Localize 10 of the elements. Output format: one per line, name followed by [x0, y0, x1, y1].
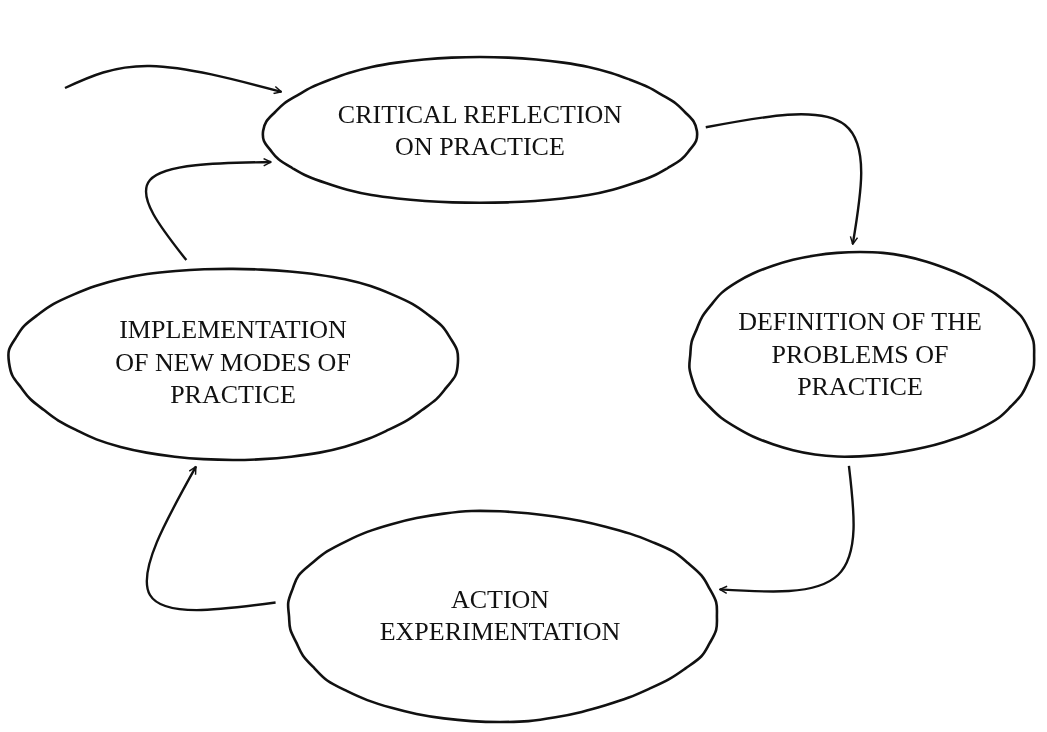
curved-arrow — [145, 465, 276, 612]
node-label: DEFINITION OF THE PROBLEMS OF PRACTICE — [737, 306, 983, 404]
curved-arrow — [64, 64, 283, 95]
oval-node — [260, 55, 700, 207]
node-label: IMPLEMENTATION OF NEW MODES OF PRACTICE — [114, 314, 352, 412]
curved-arrow — [719, 465, 855, 595]
curved-arrow — [144, 157, 272, 261]
curved-arrow — [705, 113, 863, 245]
node-label: ACTION EXPERIMENTATION — [378, 583, 622, 648]
node-label: CRITICAL REFLECTION ON PRACTICE — [336, 98, 624, 163]
